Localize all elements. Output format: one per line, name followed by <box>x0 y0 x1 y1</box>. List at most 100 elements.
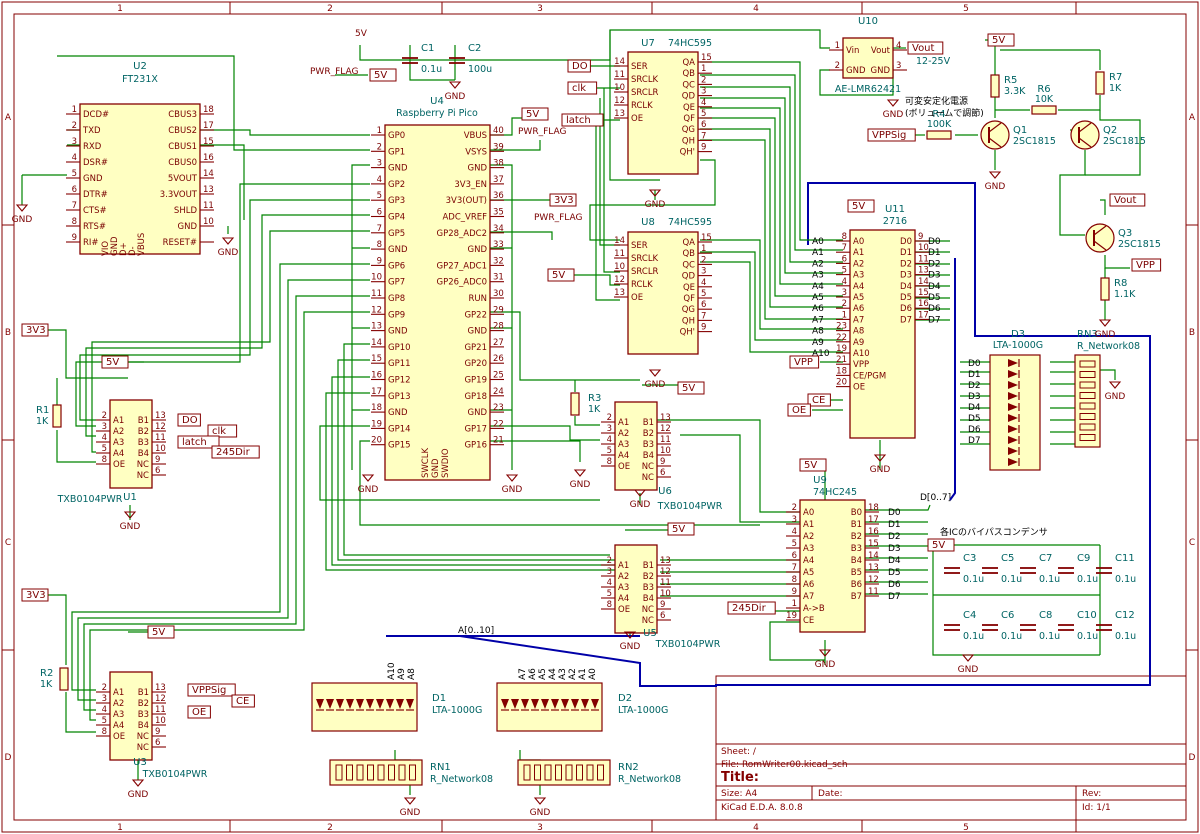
net-label-do-u7-text: DO <box>572 61 588 72</box>
u7-74hc595-pin-number: 1 <box>701 64 706 74</box>
power-5v-u1: 5V <box>101 355 129 369</box>
u2-ft231x-pin-number: 11 <box>203 201 214 211</box>
net-label-clk-u1: clk <box>207 424 238 438</box>
eprom-address-net-label: A5 <box>812 293 824 303</box>
power-5v-u1-text: 5V <box>106 357 119 368</box>
d2-address-label: A2 <box>568 668 578 680</box>
gnd-u8-text: GND <box>645 380 666 390</box>
u4-raspberry-pi-pico-pin-label: GP0 <box>388 131 405 141</box>
u6-txb0104-pin-number: 13 <box>660 413 671 423</box>
gnd-c2-text: GND <box>445 92 466 102</box>
rn1-resistor-network-ref: RN1 <box>430 762 451 773</box>
u7-74hc595-pin-label: QC <box>682 80 695 90</box>
u11-2716-eprom-pin-number: 20 <box>836 378 847 388</box>
bypass-capacitor-bottom-ref: C12 <box>1115 610 1135 621</box>
u6-txb0104-pin-number: 5 <box>607 446 612 456</box>
u1-txb0104-pin-label: A2 <box>113 427 124 437</box>
r2-resistor-ref: R2 <box>40 668 53 679</box>
u11-2716-eprom-pin-number: 17 <box>918 310 929 320</box>
bypass-capacitor-top-value: 0.1u <box>1115 574 1136 585</box>
gnd-u10: GND <box>883 99 903 120</box>
bypass-capacitor-bottom: C40.1u <box>944 610 984 642</box>
u4-raspberry-pi-pico-pin-label: GP3 <box>388 196 405 206</box>
u11-2716-eprom-pin-label: D1 <box>900 248 912 258</box>
u5-txb0104-pin-label: B4 <box>643 594 654 604</box>
u9-74hc245-pin-label: A6 <box>803 580 814 590</box>
gnd-r8-text: GND <box>1095 330 1116 340</box>
u9-74hc245-pin-label: B2 <box>851 532 862 542</box>
u1-txb0104-pin-number: 6 <box>155 466 160 476</box>
q3-transistor-ref: Q3 <box>1118 228 1132 239</box>
u2-ft231x-pin-label: DCD# <box>83 110 109 120</box>
u4-raspberry-pi-pico-pin-label: RUN <box>469 294 488 304</box>
u7-74hc595-pin-number: 5 <box>701 109 706 119</box>
u2-ft231x-pin-number: 4 <box>72 153 77 163</box>
power-5v-u5: 5V <box>667 522 695 536</box>
u5-txb0104-value: TXB0104PWR <box>655 639 721 650</box>
power-5v-u8-text: 5V <box>552 270 565 281</box>
u9-74hc245-pin-number: 5 <box>792 539 797 549</box>
u6-txb0104-pin-label: B1 <box>643 418 654 428</box>
d1-led-bargraph-value: LTA-1000G <box>432 705 482 716</box>
u8-74hc595-pin-label: SRCLR <box>631 267 659 277</box>
u2-ft231x-pin-label: CBUS0 <box>168 158 197 168</box>
u8-74hc595-pin-label: OE <box>631 293 643 303</box>
u4-raspberry-pi-pico-pin-number: 33 <box>493 240 504 250</box>
u5-txb0104-body <box>614 544 658 634</box>
buffer-data-net-label: D0 <box>888 508 901 518</box>
gnd-u9-text: GND <box>815 660 836 670</box>
r8-resistor: R81.1K <box>1100 277 1136 301</box>
u4-raspberry-pi-pico-pin-label: GP22 <box>464 310 487 320</box>
u2-ft231x-body <box>79 103 201 255</box>
u1-txb0104-pin-number: 4 <box>102 433 107 443</box>
column-marker-bottom: 5 <box>963 823 969 833</box>
d2-address-label: A3 <box>558 668 568 680</box>
gnd-pico-right: GND <box>502 474 522 495</box>
u7-74hc595-pin-number: 6 <box>701 120 706 130</box>
regulator-output-range: 12-25V <box>916 56 951 67</box>
net-label-do-u7: DO <box>567 59 591 73</box>
column-marker-top: 5 <box>963 4 969 14</box>
u5-txb0104-ref: U5 <box>643 628 657 639</box>
bypass-capacitor-top-ref: C9 <box>1077 553 1090 564</box>
eprom-data-net-label: D0 <box>928 237 941 247</box>
c1-capacitor-ref: C1 <box>421 43 434 54</box>
buffer-data-net-label: D1 <box>888 520 901 530</box>
u4-raspberry-pi-pico-pin-label: GP26_ADC0 <box>437 278 487 288</box>
u2-ft231x-pin-label: 5VOUT <box>168 174 198 184</box>
u7-74hc595-pin-number: 13 <box>614 109 625 119</box>
u4-raspberry-pi-pico-pin-label: GP20 <box>464 359 487 369</box>
d3-ref: D3 <box>1011 329 1025 340</box>
u4-raspberry-pi-pico-pin-label: GP16 <box>464 441 487 451</box>
u2-ft231x-pin-label: CBUS1 <box>168 142 197 152</box>
row-marker-left: A <box>5 113 12 123</box>
u4-raspberry-pi-pico-pin-number: 30 <box>493 289 504 299</box>
bypass-capacitor-bottom-ref: C6 <box>1001 610 1014 621</box>
u1-txb0104-pin-label: A1 <box>113 416 124 426</box>
u4-raspberry-pi-pico-pin-number: 39 <box>493 142 504 152</box>
d2-address-label: A0 <box>588 668 598 680</box>
q2-transistor-ref: Q2 <box>1103 125 1117 136</box>
eprom-address-net-label: A8 <box>812 327 824 337</box>
u6-txb0104-pin-label: A4 <box>618 451 629 461</box>
u6-txb0104-pin-number: 8 <box>607 457 612 467</box>
eprom-data-net-label: D3 <box>928 271 941 281</box>
gnd-q1: GND <box>985 171 1005 192</box>
u9-74hc245-pin-number: 12 <box>868 575 879 585</box>
u8-74hc595-pin-label: SRCLK <box>631 254 659 264</box>
column-marker-top: 2 <box>327 4 333 14</box>
bus-lines: A[0..10] D[0..7] <box>386 182 1151 687</box>
u11-2716-eprom-pin-label: D5 <box>900 293 912 303</box>
u11-2716-eprom-ref: U11 <box>885 204 905 215</box>
u6-txb0104-pin-number: 6 <box>660 468 665 478</box>
net-label-latch-u1-text: latch <box>182 437 207 448</box>
u3-txb0104-pin-label: A3 <box>113 710 124 720</box>
u11-2716-eprom-pin-number: 2 <box>842 299 847 309</box>
u11-2716-eprom-pin-number: 5 <box>842 266 847 276</box>
d1-address-label: A9 <box>397 668 407 680</box>
u3-txb0104-pin-number: 3 <box>102 694 107 704</box>
u4-raspberry-pi-pico-pin-number: 10 <box>371 273 382 283</box>
bus-d-label: D[0..7] <box>920 493 951 503</box>
bypass-capacitor-note: 各ICのバイパスコンデンサ <box>940 526 1048 538</box>
